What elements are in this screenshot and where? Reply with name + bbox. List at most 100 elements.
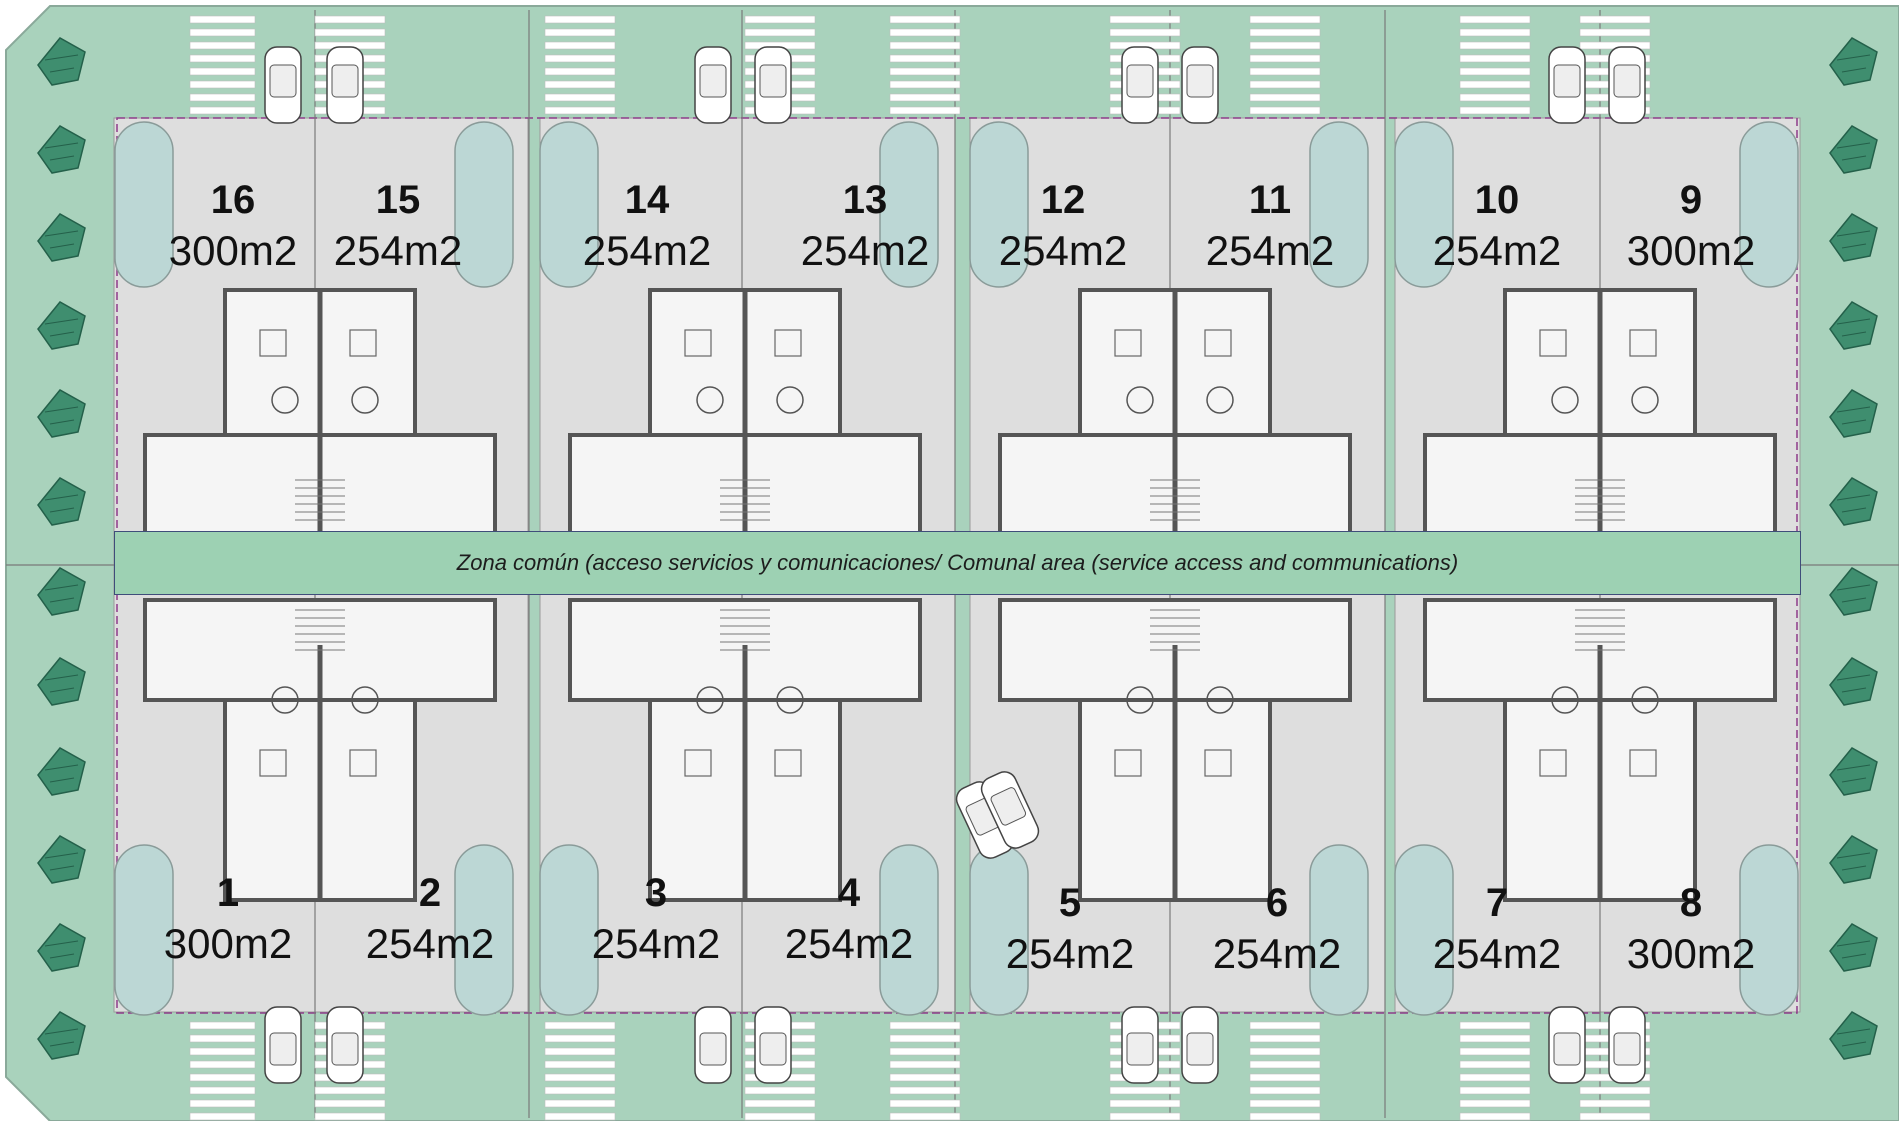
table [1551,386,1579,414]
furniture [259,749,287,777]
tree-hatch [1836,406,1871,413]
unit-area: 254m2 [591,920,721,967]
unit-number: 3 [644,871,668,915]
tree-hatch [1836,230,1871,237]
parking-stripe [1249,67,1321,76]
car-roof [331,1032,359,1066]
common-area-band: Zona común (acceso servicios y comunicac… [114,531,1801,595]
furniture [1629,749,1657,777]
pool [1309,844,1369,1016]
parking-stripe [189,1021,256,1030]
parking-stripe [1459,28,1531,37]
unit-label: 13 254m2 [801,180,929,272]
tree-icon [1829,567,1878,616]
unit-area: 254m2 [998,227,1128,274]
parking-stripe [1249,1060,1321,1069]
parking-stripe [189,93,256,102]
car [326,46,364,124]
car-roof [1613,64,1641,98]
tree-crown [1829,747,1878,796]
unit-label: 4 254m2 [785,873,913,965]
parking-stripe [1249,1021,1321,1030]
unit-label: 11 254m2 [1206,180,1334,272]
tree-hatch [44,940,79,947]
tree-hatch [49,1041,75,1047]
tree-crown [1829,301,1878,350]
tree-hatch [49,865,75,871]
tree-crown [1829,835,1878,884]
parking-stripe [1249,54,1321,63]
tree-crown [1829,37,1878,86]
tree-icon [37,747,86,796]
tree-crown [1829,657,1878,706]
unit-number: 10 [1474,178,1520,222]
table [1126,386,1154,414]
parking-stripe [1459,106,1531,115]
parking-stripe [1249,80,1321,89]
car [326,1006,364,1084]
parking-stripe [889,106,961,115]
tree-hatch [1836,494,1871,501]
pool [454,844,514,1016]
tree-hatch [49,777,75,783]
tree-hatch [44,318,79,325]
pool [1394,844,1454,1016]
parking-stripe [1249,1099,1321,1108]
unit-label: 9 300m2 [1627,180,1755,272]
pool [114,121,174,288]
tree-hatch [1841,67,1867,73]
tree-icon [37,657,86,706]
car [264,1006,302,1084]
tree-crown [37,567,86,616]
parking-stripe [1459,54,1531,63]
parking-stripe [889,1034,961,1043]
tree-icon [37,125,86,174]
tree-crown [1829,213,1878,262]
parking-stripe [744,1099,816,1108]
tree-hatch [1841,419,1867,425]
tree-crown [37,477,86,526]
tree-hatch [1836,584,1871,591]
pool [969,121,1029,288]
parking-stripe [889,1021,961,1030]
parking-stripe [1579,1086,1651,1095]
car-roof [1553,1032,1581,1066]
parking-stripe [889,54,961,63]
tree-hatch [1836,54,1871,61]
tree-hatch [49,419,75,425]
tree-hatch [1836,764,1871,771]
furniture [349,749,377,777]
car-roof [759,1032,787,1066]
parking-stripe [1459,1060,1531,1069]
parking-stripe [889,1086,961,1095]
unit-area: 254m2 [1432,227,1562,274]
unit-number: 2 [418,871,442,915]
unit-area: 300m2 [1626,930,1756,977]
furniture [684,329,712,357]
parking-stripe [189,67,256,76]
tree-hatch [1836,142,1871,149]
parking-stripe [544,1086,616,1095]
tree-crown [1829,1011,1878,1060]
parking-stripe [889,1073,961,1082]
car-roof [1553,64,1581,98]
car [1121,1006,1159,1084]
unit-label: 5 254m2 [1006,883,1134,975]
parking-stripe [544,28,616,37]
pool [879,844,939,1016]
parking-stripe [544,1034,616,1043]
parking-stripe [189,1060,256,1069]
parking-stripe [544,1047,616,1056]
parking-stripe [189,1034,256,1043]
tree-hatch [44,1028,79,1035]
parking-stripe [1459,1086,1531,1095]
unit-number: 7 [1485,881,1509,925]
tree-icon [37,835,86,884]
furniture [1114,329,1142,357]
parking-stripe [1249,1086,1321,1095]
parking-stripe [889,28,961,37]
unit-label: 1 300m2 [164,873,292,965]
parking-stripe [1459,93,1531,102]
car [1608,1006,1646,1084]
